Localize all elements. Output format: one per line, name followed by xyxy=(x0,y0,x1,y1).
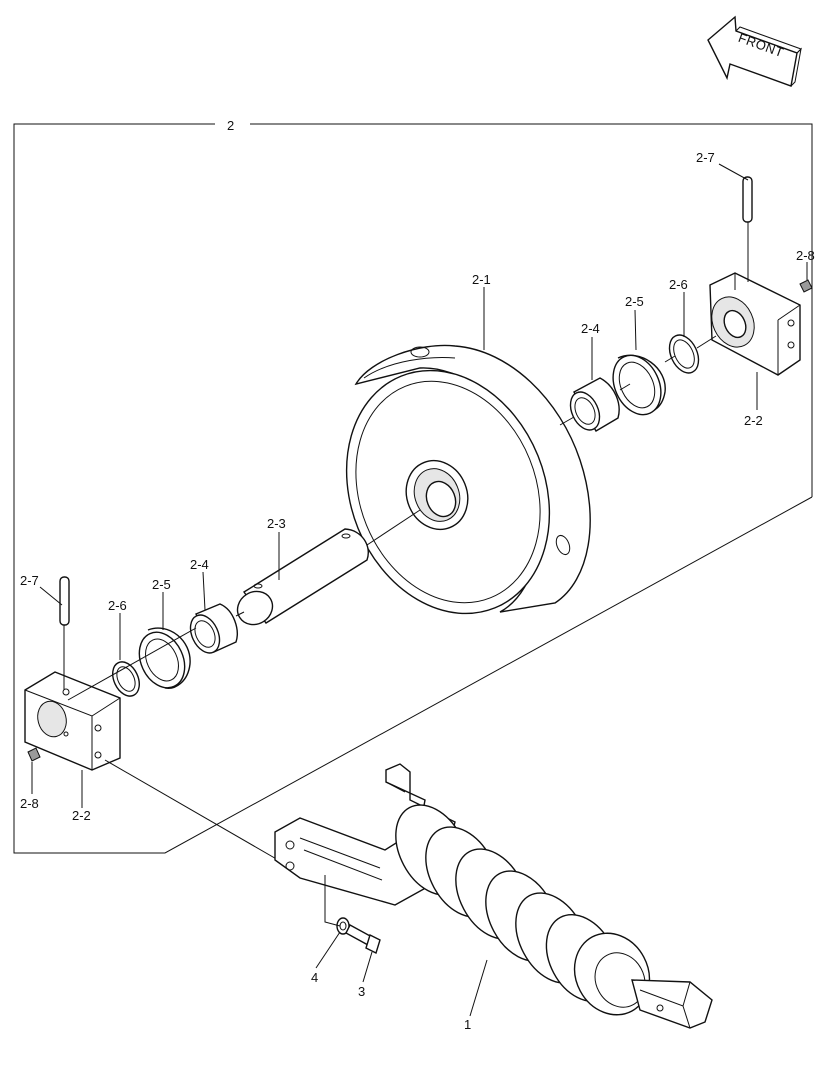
bushing-left xyxy=(189,603,238,654)
label-oring-left: 2-6 xyxy=(108,598,127,613)
seal-left xyxy=(138,627,191,689)
label-pin-left: 2-7 xyxy=(20,573,39,588)
bracket-left xyxy=(24,671,121,771)
part-labels: 2-1 2-7 2-8 2-6 2-5 2-4 2-2 2-3 2-4 2-5 … xyxy=(20,150,815,1032)
plug-right xyxy=(799,279,813,293)
pin-left xyxy=(59,576,70,626)
label-bushing-left: 2-4 xyxy=(190,557,209,572)
plug-left xyxy=(27,747,41,762)
label-plug-left: 2-8 xyxy=(20,796,39,811)
front-arrow: FRONT xyxy=(707,15,802,87)
label-seal-right: 2-5 xyxy=(625,294,644,309)
seal-right xyxy=(612,354,666,416)
label-plug-right: 2-8 xyxy=(796,248,815,263)
bracket-right xyxy=(709,272,801,376)
label-bracket-right: 2-2 xyxy=(744,413,763,428)
assembly-axis-lines xyxy=(63,222,749,869)
oring-right xyxy=(668,334,700,374)
label-idler-wheel: 2-1 xyxy=(472,272,491,287)
washer-leader-guide xyxy=(324,875,341,927)
assembly-boundary: 2 xyxy=(13,118,813,854)
recoil-spring xyxy=(274,763,713,1029)
pin-right xyxy=(742,176,753,223)
oring-left xyxy=(112,661,140,697)
bushing-right xyxy=(569,377,620,432)
label-oring-right: 2-6 xyxy=(669,277,688,292)
assembly-label: 2 xyxy=(227,118,234,133)
label-shaft: 2-3 xyxy=(267,516,286,531)
leader-lines xyxy=(31,163,808,1017)
label-bolt: 3 xyxy=(358,984,365,999)
label-seal-left: 2-5 xyxy=(152,577,171,592)
label-washer: 4 xyxy=(311,970,318,985)
label-bushing-right: 2-4 xyxy=(581,321,600,336)
shaft xyxy=(236,528,369,626)
label-pin-right: 2-7 xyxy=(696,150,715,165)
label-recoil-spring: 1 xyxy=(464,1017,471,1032)
label-bracket-left: 2-2 xyxy=(72,808,91,823)
bolt xyxy=(345,924,381,954)
idler-wheel xyxy=(345,344,591,615)
